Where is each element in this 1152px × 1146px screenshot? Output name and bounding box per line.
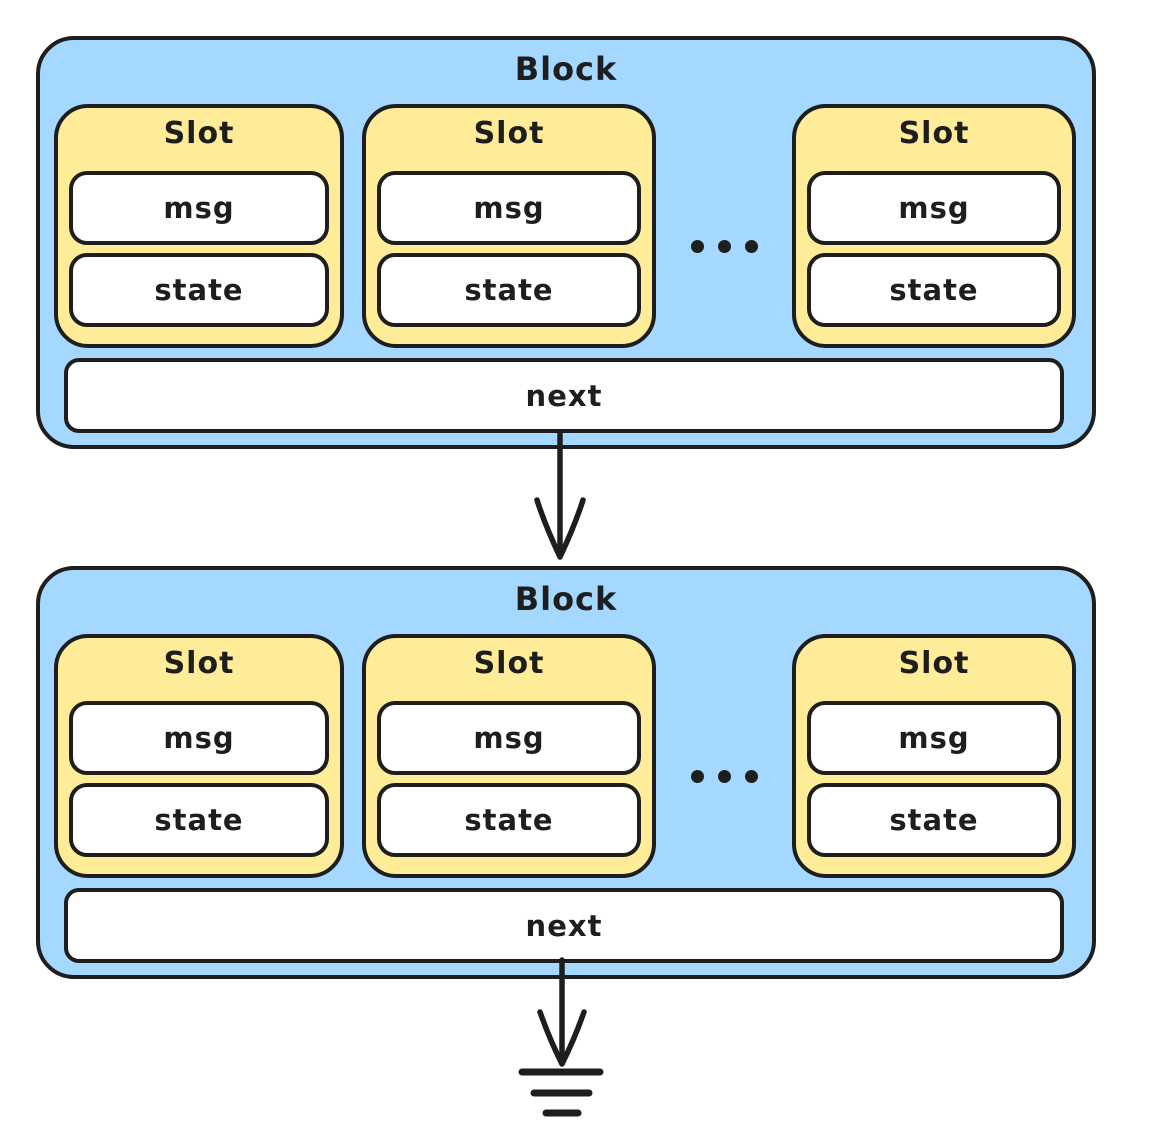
slot-title: Slot — [473, 646, 545, 681]
msg-field: msg — [69, 171, 329, 245]
slot-title: Slot — [898, 646, 970, 681]
slot-node: Slot msg state — [362, 104, 656, 348]
state-field: state — [807, 783, 1061, 857]
block-title: Block — [514, 580, 618, 618]
state-field: state — [377, 253, 641, 327]
ellipsis-icon — [658, 124, 790, 368]
ground-icon — [518, 1068, 604, 1117]
msg-field: msg — [377, 701, 641, 775]
slot-title: Slot — [898, 116, 970, 151]
slot-node: Slot msg state — [54, 104, 344, 348]
state-field: state — [377, 783, 641, 857]
ellipsis-icon — [658, 654, 790, 898]
msg-field: msg — [807, 171, 1061, 245]
msg-field: msg — [807, 701, 1061, 775]
msg-field: msg — [69, 701, 329, 775]
state-field: state — [807, 253, 1061, 327]
next-pointer-field: next — [64, 358, 1064, 433]
slot-node: Slot msg state — [792, 104, 1076, 348]
slot-title: Slot — [163, 646, 235, 681]
block-node-2: Block Slot msg state Slot msg state Slot… — [36, 566, 1096, 979]
msg-field: msg — [377, 171, 641, 245]
arrow-down-icon — [534, 431, 586, 560]
state-field: state — [69, 783, 329, 857]
slot-node: Slot msg state — [54, 634, 344, 878]
slot-node: Slot msg state — [362, 634, 656, 878]
next-pointer-field: next — [64, 888, 1064, 963]
slot-title: Slot — [473, 116, 545, 151]
block-node-1: Block Slot msg state Slot msg state Slot… — [36, 36, 1096, 449]
slot-title: Slot — [163, 116, 235, 151]
slot-node: Slot msg state — [792, 634, 1076, 878]
block-title: Block — [514, 50, 618, 88]
state-field: state — [69, 253, 329, 327]
